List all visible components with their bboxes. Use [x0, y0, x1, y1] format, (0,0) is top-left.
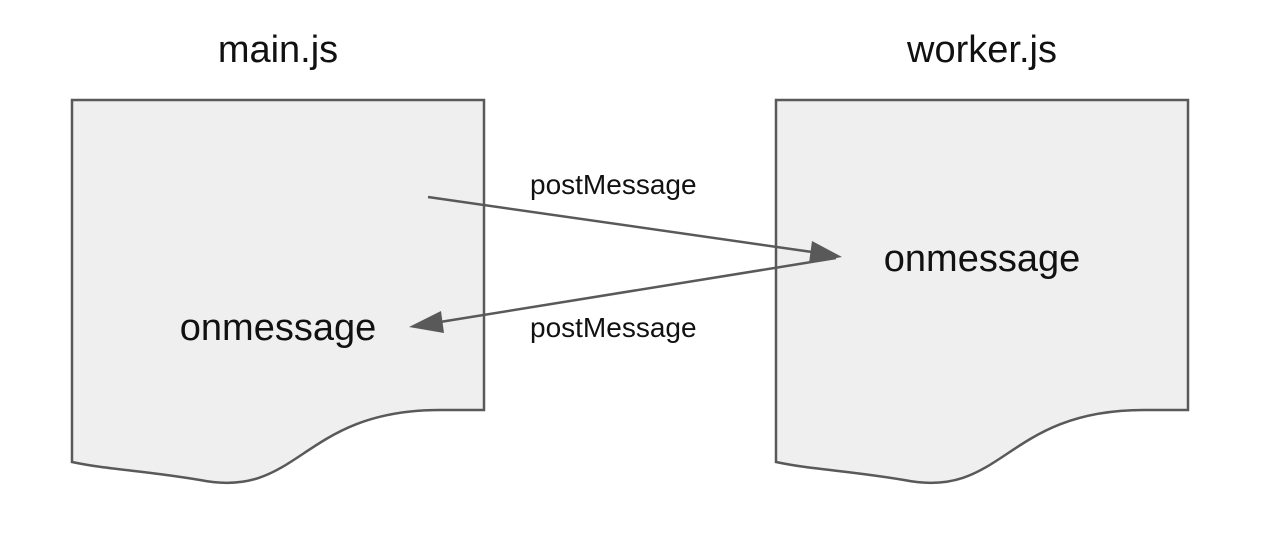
- main-document-shape: [70, 98, 486, 485]
- worker-document: worker.js onmessage: [774, 29, 1190, 485]
- edge-worker-to-main: postMessage: [409, 256, 837, 343]
- edge-main-to-worker-line: [427, 195, 813, 254]
- edge-main-to-worker: postMessage: [427, 169, 842, 263]
- edge-main-to-worker-label: postMessage: [530, 169, 697, 200]
- edge-worker-to-main-line: [439, 256, 837, 324]
- worker-onmessage-label: onmessage: [884, 238, 1080, 280]
- worker-document-shape: [774, 98, 1190, 485]
- main-document-title: main.js: [218, 29, 338, 71]
- arrowhead-icon: [409, 311, 444, 333]
- worker-document-title: worker.js: [906, 29, 1057, 71]
- edge-worker-to-main-label: postMessage: [530, 312, 697, 343]
- main-document: main.js onmessage: [70, 29, 486, 485]
- main-onmessage-label: onmessage: [180, 307, 376, 349]
